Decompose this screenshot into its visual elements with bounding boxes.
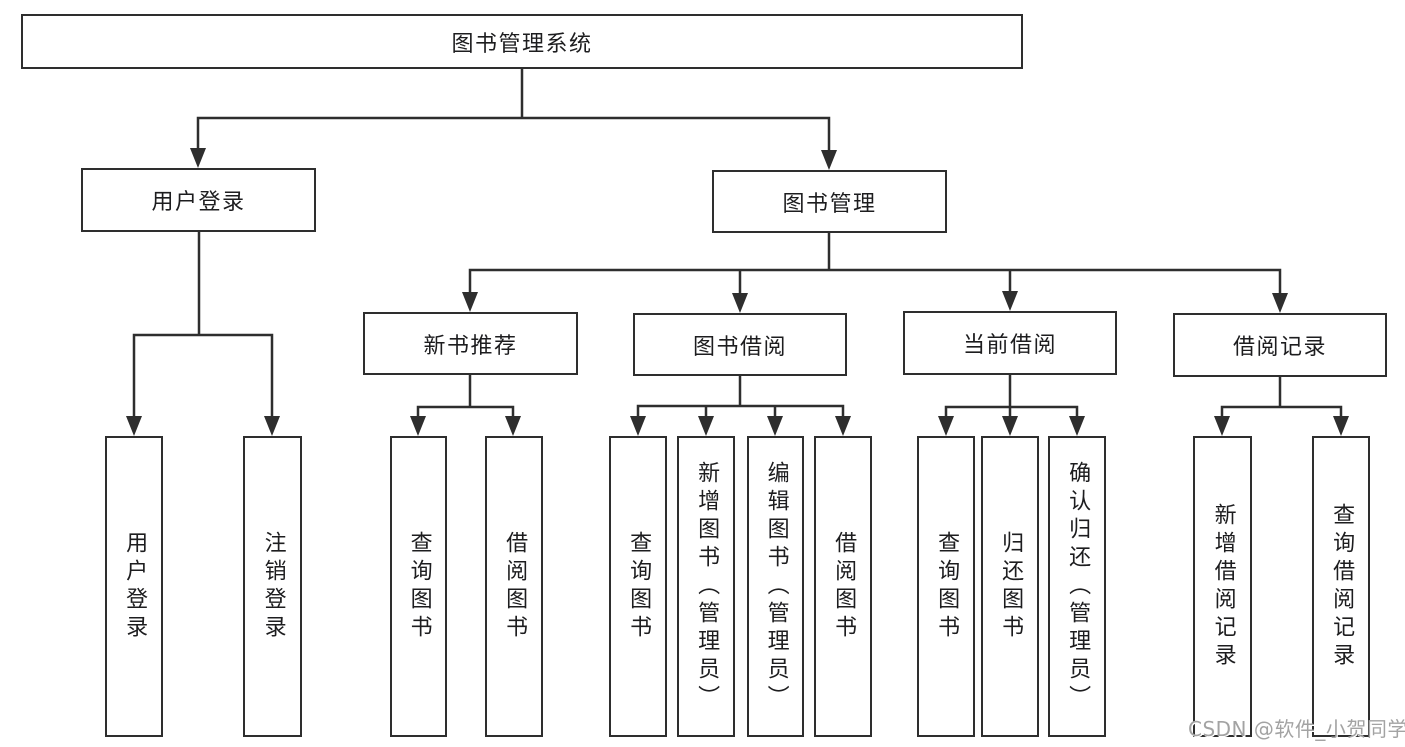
node-label: 归还图书 [998, 530, 1024, 643]
node-current-borrowing: 当前借阅 [903, 311, 1117, 375]
arrow-down-icon [821, 150, 837, 170]
edge-book-management-group [468, 233, 1282, 296]
edge-current-borrow-group [944, 375, 1079, 418]
node-label: 图书管理 [782, 191, 877, 217]
leaf-borrow-books-recommend: 借阅图书 [485, 436, 543, 737]
leaf-add-book-admin: 新增图书（管理员） [677, 436, 735, 737]
node-book-borrowing: 图书借阅 [633, 313, 847, 376]
leaf-user-login: 用户登录 [105, 436, 163, 737]
node-borrowing-records: 借阅记录 [1173, 313, 1387, 377]
arrow-down-icon [698, 416, 714, 436]
node-label: 编辑图书（管理员） [763, 460, 789, 713]
arrow-down-icon [462, 292, 478, 312]
node-library-management-system: 图书管理系统 [21, 14, 1023, 69]
node-label: 新书推荐 [423, 333, 518, 359]
node-new-book-recommendation: 新书推荐 [363, 312, 578, 375]
edge-new-book-group [416, 375, 515, 418]
edge-root-to-level2 [196, 69, 831, 151]
node-label: 用户登录 [122, 530, 148, 643]
arrow-down-icon [767, 416, 783, 436]
arrow-down-icon [410, 416, 426, 436]
node-label: 新增借阅记录 [1210, 502, 1236, 671]
leaf-add-borrow-record: 新增借阅记录 [1193, 436, 1252, 737]
arrow-down-icon [938, 416, 954, 436]
node-book-management: 图书管理 [712, 170, 947, 233]
node-user-login: 用户登录 [81, 168, 316, 232]
edge-borrow-records-group [1220, 377, 1343, 418]
arrow-down-icon [1333, 416, 1349, 436]
node-label: 查询借阅记录 [1329, 502, 1355, 671]
arrow-down-icon [190, 148, 206, 168]
edge-user-login-group [132, 232, 274, 418]
arrow-down-icon [1002, 291, 1018, 311]
csdn-watermark: CSDN @软件_小贺同学 [1188, 717, 1405, 741]
edge-book-borrow-group [636, 376, 845, 418]
node-label: 借阅记录 [1232, 335, 1327, 360]
leaf-query-books-recommend: 查询图书 [390, 436, 447, 737]
arrow-down-icon [835, 416, 851, 436]
node-label: 新增图书（管理员） [694, 460, 720, 713]
leaf-query-books-borrow: 查询图书 [609, 436, 667, 737]
node-label: 借阅图书 [831, 530, 857, 643]
node-label: 注销登录 [260, 530, 286, 643]
node-label: 当前借阅 [962, 333, 1057, 358]
arrow-down-icon [1002, 416, 1018, 436]
arrow-down-icon [1214, 416, 1230, 436]
leaf-query-borrow-record: 查询借阅记录 [1312, 436, 1370, 737]
node-label: 用户登录 [151, 190, 246, 215]
arrow-down-icon [732, 293, 748, 313]
node-label: 查询图书 [934, 530, 960, 643]
leaf-logout: 注销登录 [243, 436, 302, 737]
leaf-edit-book-admin: 编辑图书（管理员） [747, 436, 804, 737]
node-label: 确认归还（管理员） [1065, 460, 1091, 713]
leaf-borrow-books-borrow: 借阅图书 [814, 436, 872, 737]
node-label: 查询图书 [406, 530, 432, 643]
arrow-down-icon [1069, 416, 1085, 436]
arrow-down-icon [630, 416, 646, 436]
node-label: 借阅图书 [502, 530, 528, 643]
arrow-down-icon [1272, 293, 1288, 313]
leaf-query-books-current: 查询图书 [917, 436, 975, 737]
arrow-down-icon [505, 416, 521, 436]
leaf-return-books: 归还图书 [981, 436, 1039, 737]
node-label: 图书借阅 [692, 334, 787, 360]
node-label: 查询图书 [626, 530, 652, 643]
arrow-down-icon [126, 416, 142, 436]
node-label: 图书管理系统 [451, 31, 593, 57]
arrow-down-icon [264, 416, 280, 436]
leaf-confirm-return-admin: 确认归还（管理员） [1048, 436, 1106, 737]
